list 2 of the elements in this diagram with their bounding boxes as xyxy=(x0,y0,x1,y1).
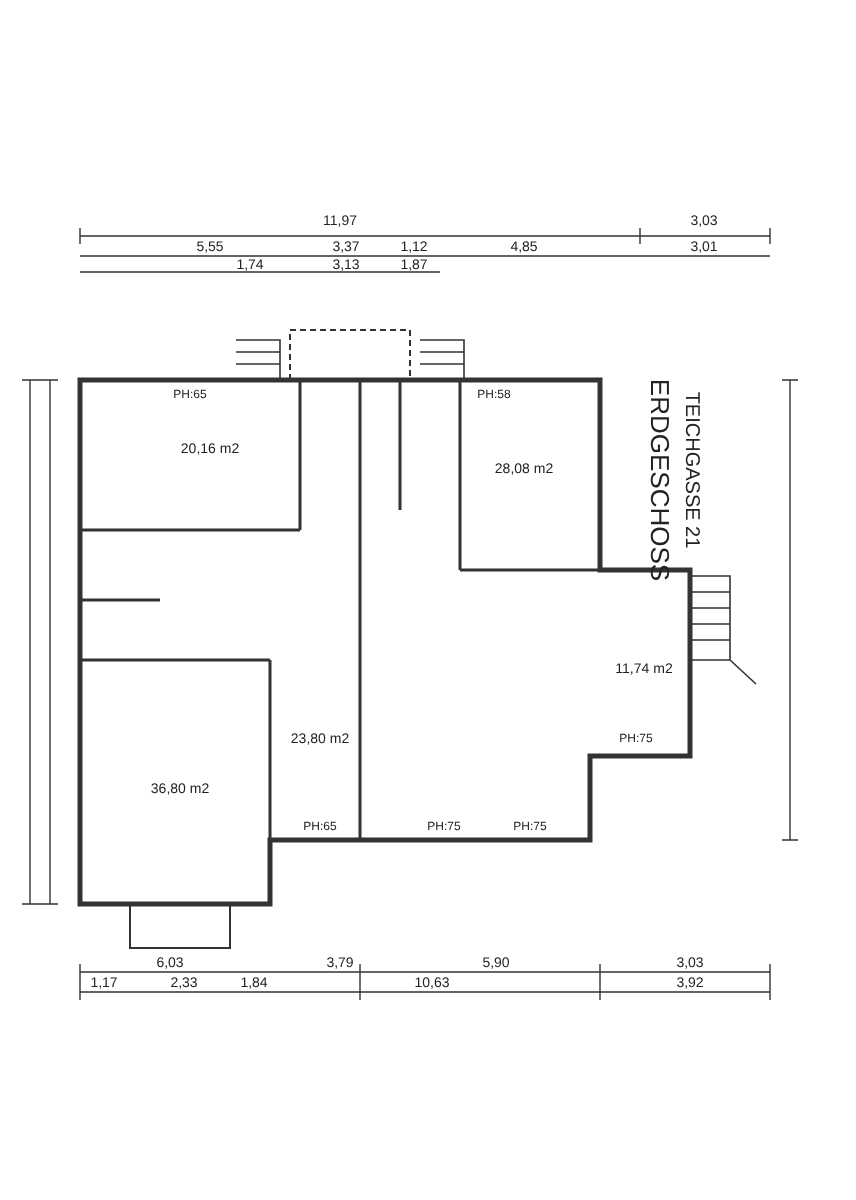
floor-title: ERDGESCHOSS xyxy=(647,378,673,582)
address-label: TEICHGASSE 21 xyxy=(680,391,700,549)
